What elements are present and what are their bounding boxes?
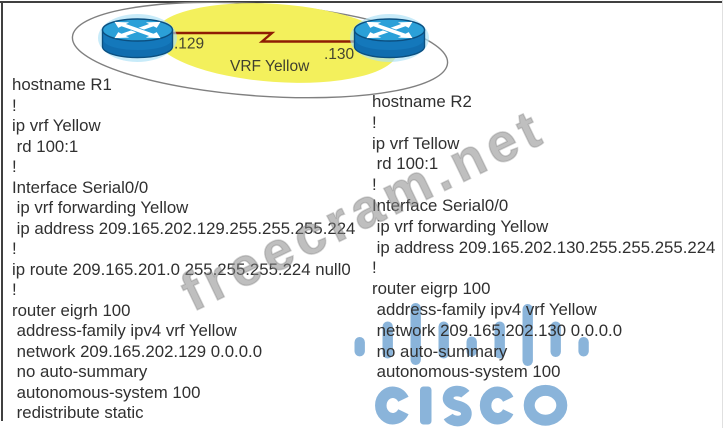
svg-text:.129: .129	[174, 36, 204, 53]
svg-text:VRF Yellow: VRF Yellow	[230, 58, 310, 75]
svg-text:.130: .130	[324, 46, 355, 63]
